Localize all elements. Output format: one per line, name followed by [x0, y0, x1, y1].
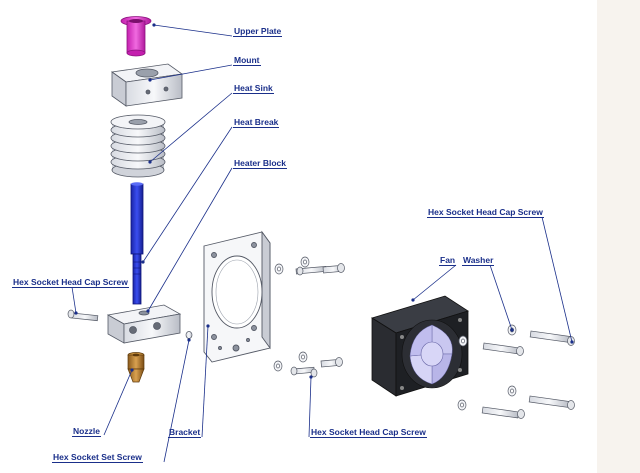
label-hex-screw-left: Hex Socket Head Cap Screw: [12, 277, 129, 288]
bracket-part: [203, 230, 271, 363]
heater-block-part: [106, 304, 182, 344]
heat-break-part: [130, 182, 144, 305]
leader-left-screw: [71, 286, 77, 314]
label-fan: Fan: [439, 255, 457, 266]
label-upper-plate: Upper Plate: [233, 26, 283, 37]
label-nozzle: Nozzle: [72, 426, 101, 437]
upper-screw-set: [274, 256, 345, 276]
lower-screw-set: [273, 351, 343, 378]
margin-strip: [597, 0, 640, 473]
leader-mount: [149, 64, 233, 81]
leader-heat-break: [142, 126, 233, 263]
leader-set-screw: [163, 339, 190, 463]
nozzle-part: [127, 352, 145, 383]
leader-right-screw: [541, 216, 573, 343]
label-hex-screw-bottom: Hex Socket Head Cap Screw: [310, 427, 427, 438]
leader-upper-plate: [153, 24, 233, 37]
label-heat-sink: Heat Sink: [233, 83, 274, 94]
fan-part: [371, 295, 469, 397]
set-screw-part: [185, 331, 193, 339]
mount-part: [110, 63, 184, 107]
leader-washer: [489, 264, 513, 331]
leader-bracket: [201, 325, 209, 438]
label-washer: Washer: [462, 255, 495, 266]
label-heater-block: Heater Block: [233, 158, 287, 169]
leader-heat-sink: [149, 92, 233, 163]
left-screw-part: [67, 309, 99, 322]
leader-bottom-screw: [308, 376, 312, 438]
label-set-screw: Hex Socket Set Screw: [52, 452, 143, 463]
leader-lines: [71, 23, 574, 463]
label-heat-break: Heat Break: [233, 117, 280, 128]
leader-heater-block: [147, 167, 233, 312]
label-bracket: Bracket: [168, 427, 202, 438]
leader-nozzle: [103, 369, 133, 436]
label-mount: Mount: [233, 55, 261, 66]
upper-plate-part: [120, 16, 152, 57]
leader-fan: [412, 264, 457, 301]
label-hex-screw-right: Hex Socket Head Cap Screw: [427, 207, 544, 218]
heat-sink-part: [110, 114, 166, 178]
fan-screw-set: [457, 324, 575, 419]
